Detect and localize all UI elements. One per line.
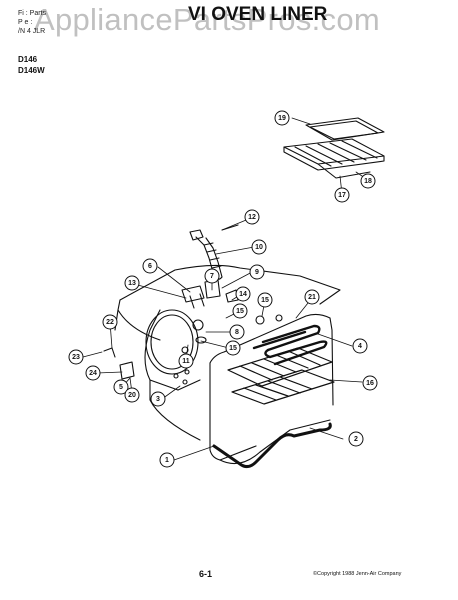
callout-number: 4: [358, 343, 362, 350]
callout-circle: [68, 349, 84, 365]
callout-19: 19: [274, 110, 290, 126]
callout-circle: [352, 338, 368, 354]
callout-number: 1: [165, 457, 169, 464]
callout-circle: [304, 289, 320, 305]
callout-circle: [113, 379, 129, 395]
bake-element: [212, 422, 332, 469]
callout-2: 2: [348, 431, 364, 447]
callout-number: 22: [106, 319, 114, 326]
callout-4: 4: [352, 338, 368, 354]
callout-circle: [232, 303, 248, 319]
callout-circle: [249, 264, 265, 280]
callout-22: 22: [102, 314, 118, 330]
callout-number: 9: [255, 269, 259, 276]
callout-circle: [235, 286, 251, 302]
callout-17: 17: [334, 187, 350, 203]
header-line-2: P e :: [18, 19, 33, 26]
callout-number: 24: [89, 370, 97, 377]
callout-circle: [159, 452, 175, 468]
callout-circle: [142, 258, 158, 274]
callout-15: 15: [225, 340, 241, 356]
callout-circle: [244, 209, 260, 225]
callout-number: 3: [156, 396, 160, 403]
callout-number: 8: [235, 329, 239, 336]
callout-circle: [274, 110, 290, 126]
callout-15: 15: [232, 303, 248, 319]
header-line-1: Fi : Parts: [18, 10, 47, 17]
model-number-2: D146W: [18, 66, 45, 75]
callout-number: 12: [248, 214, 256, 221]
callout-circle: [225, 340, 241, 356]
header-line-3: /N 4 JLR: [18, 28, 46, 35]
callout-number: 11: [182, 358, 190, 365]
callout-circle: [124, 275, 140, 291]
callout-circle: [229, 324, 245, 340]
side-bracket: [103, 347, 135, 380]
page-number: 6-1: [199, 569, 213, 579]
callout-number: 17: [338, 192, 346, 199]
callout-number: 20: [128, 392, 136, 399]
callout-number: 19: [278, 115, 286, 122]
callout-21: 21: [304, 289, 320, 305]
callout-number: 21: [308, 294, 316, 301]
callout-1: 1: [159, 452, 175, 468]
callout-number: 14: [239, 291, 247, 298]
callout-number: 2: [354, 436, 358, 443]
broiler-pan-assembly: [283, 117, 385, 179]
callout-number: 15: [261, 297, 269, 304]
watermark: AppliancePartsPros.com: [34, 2, 381, 37]
callout-circle: [362, 375, 378, 391]
callout-number: 23: [72, 354, 80, 361]
callout-10: 10: [251, 239, 267, 255]
callout-3: 3: [150, 391, 166, 407]
copyright: ©Copyright 1988 Jenn-Air Company: [313, 571, 402, 577]
callout-number: 16: [366, 380, 374, 387]
callout-13: 13: [124, 275, 140, 291]
callout-18: 18: [360, 173, 376, 189]
oven-liner: [114, 264, 341, 465]
callout-8: 8: [229, 324, 245, 340]
callout-circle: [257, 292, 273, 308]
callout-circle: [124, 387, 140, 403]
callout-circle: [334, 187, 350, 203]
callout-6: 6: [142, 258, 158, 274]
callout-11: 11: [178, 353, 194, 369]
page-title: VI OVEN LINER: [188, 4, 328, 25]
callout-5: 5: [113, 379, 129, 395]
callout-circle: [251, 239, 267, 255]
callout-circle: [102, 314, 118, 330]
callout-circle: [360, 173, 376, 189]
model-number-1: D146: [18, 55, 38, 64]
callout-9: 9: [249, 264, 265, 280]
callout-14: 14: [235, 286, 251, 302]
callout-number: 13: [128, 280, 136, 287]
broil-element: [252, 324, 328, 366]
callout-circle: [348, 431, 364, 447]
callout-16: 16: [362, 375, 378, 391]
callout-12: 12: [244, 209, 260, 225]
callout-15: 15: [257, 292, 273, 308]
callout-number: 18: [364, 178, 372, 185]
callout-7: 7: [204, 268, 220, 284]
callout-number: 10: [255, 244, 263, 251]
callout-circle: [150, 391, 166, 407]
callout-number: 6: [148, 263, 152, 270]
callout-number: 7: [210, 273, 214, 280]
callout-24: 24: [85, 365, 101, 381]
callout-circle: [85, 365, 101, 381]
callout-number: 5: [119, 384, 123, 391]
callout-number: 15: [229, 345, 237, 352]
callout-circle: [204, 268, 220, 284]
callout-23: 23: [68, 349, 84, 365]
oven-racks: [227, 347, 335, 405]
callout-circle: [178, 353, 194, 369]
callout-20: 20: [124, 387, 140, 403]
callout-number: 15: [236, 308, 244, 315]
